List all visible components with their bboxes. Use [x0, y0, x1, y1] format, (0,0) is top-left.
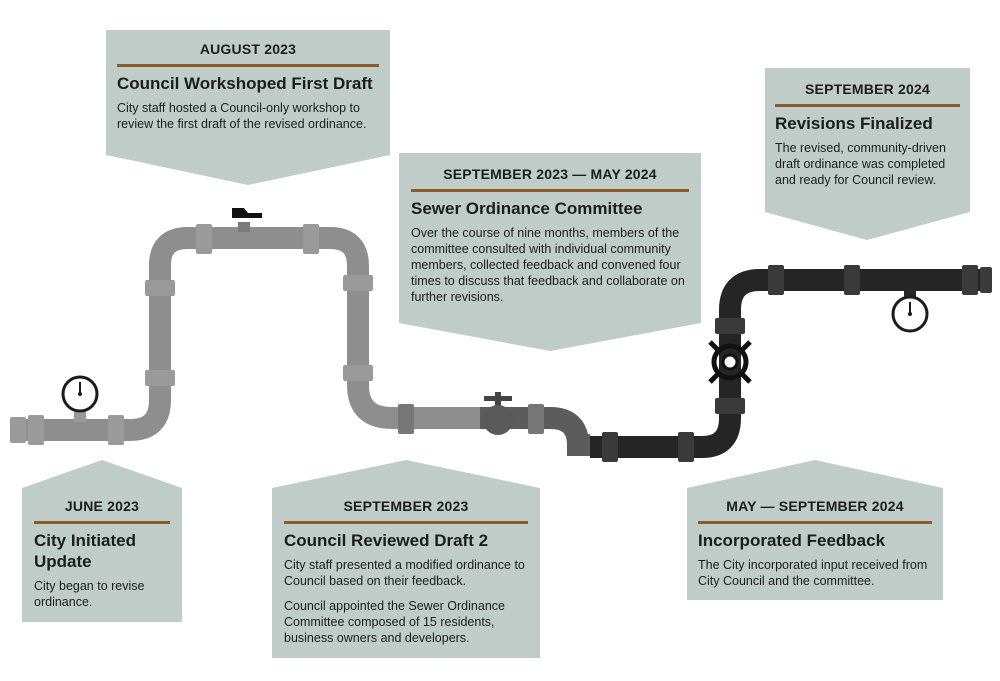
milestone-card-incorporated-feedback: MAY — SEPTEMBER 2024 Incorporated Feedba… — [687, 488, 943, 600]
milestone-date: AUGUST 2023 — [199, 41, 297, 57]
milestone-divider — [117, 64, 379, 67]
milestone-description: Council appointed the Sewer Ordinance Co… — [284, 599, 505, 645]
milestone-description: City staff presented a modified ordinanc… — [284, 558, 525, 588]
pipe-coupling — [715, 318, 745, 334]
card-pointer — [687, 460, 943, 488]
milestone-title: Council Reviewed Draft 2 — [284, 531, 489, 550]
pipe-coupling — [108, 415, 124, 445]
milestone-description: The City incorporated input received fro… — [698, 558, 928, 588]
milestone-date: SEPTEMBER 2024 — [805, 81, 930, 97]
milestone-description: City began to revise ordinance. — [34, 579, 145, 609]
milestone-date: SEPTEMBER 2023 — [343, 498, 469, 514]
milestone-date: JUNE 2023 — [64, 498, 140, 514]
milestone-divider — [284, 521, 528, 524]
pipe-coupling — [528, 404, 544, 434]
pipe-coupling — [343, 365, 373, 381]
milestone-divider — [411, 189, 689, 192]
pipe-coupling — [28, 415, 44, 445]
pipe-coupling — [303, 224, 319, 254]
milestone-divider — [698, 521, 932, 524]
milestone-description: City staff hosted a Council-only worksho… — [117, 101, 367, 131]
pipe-coupling — [768, 265, 784, 295]
pipe-coupling — [962, 265, 978, 295]
pipe-coupling — [715, 398, 745, 414]
pipe-segment-mid — [480, 407, 590, 456]
pipe-coupling — [980, 267, 992, 293]
card-pointer — [765, 212, 970, 240]
pressure-gauge-icon — [891, 290, 929, 333]
milestone-title: Incorporated Feedback — [698, 531, 886, 550]
pipe-segment-light — [10, 227, 480, 441]
milestone-card-june-2023: JUNE 2023 City Initiated Update City beg… — [22, 488, 182, 622]
card-pointer — [22, 460, 182, 488]
milestone-divider — [34, 521, 170, 524]
card-pointer — [399, 323, 701, 351]
milestone-description: Over the course of nine months, members … — [411, 226, 685, 304]
pipe-coupling — [398, 404, 414, 434]
milestone-title: City Initiated Update — [34, 531, 137, 571]
pipe-coupling — [196, 224, 212, 254]
pipe-coupling — [343, 275, 373, 291]
milestone-card-september-2024: SEPTEMBER 2024 Revisions Finalized The r… — [765, 68, 970, 212]
milestone-description: The revised, community-driven draft ordi… — [775, 141, 946, 187]
pipe-coupling — [145, 280, 175, 296]
milestone-card-sewer-committee: SEPTEMBER 2023 — MAY 2024 Sewer Ordinanc… — [399, 153, 701, 323]
pipe-coupling — [602, 432, 618, 462]
milestone-card-september-2023: SEPTEMBER 2023 Council Reviewed Draft 2 … — [272, 488, 540, 658]
milestone-divider — [775, 104, 960, 107]
milestone-card-august-2023: AUGUST 2023 Council Workshoped First Dra… — [106, 30, 390, 155]
pipe-coupling — [145, 370, 175, 386]
milestone-title: Revisions Finalized — [775, 114, 933, 133]
milestone-title: Council Workshoped First Draft — [117, 74, 373, 93]
valve-handle-icon — [232, 208, 262, 232]
pipe-coupling — [844, 265, 860, 295]
card-pointer — [106, 155, 390, 185]
card-pointer — [272, 460, 540, 488]
milestone-date: MAY — SEPTEMBER 2024 — [726, 498, 904, 514]
spigot-valve-icon — [483, 392, 513, 435]
pressure-gauge-icon — [61, 375, 99, 422]
milestone-title: Sewer Ordinance Committee — [411, 199, 643, 218]
pipe-coupling — [678, 432, 694, 462]
milestone-date: SEPTEMBER 2023 — MAY 2024 — [443, 166, 657, 182]
wheel-valve-icon — [708, 340, 752, 384]
pipe-coupling — [10, 417, 26, 443]
